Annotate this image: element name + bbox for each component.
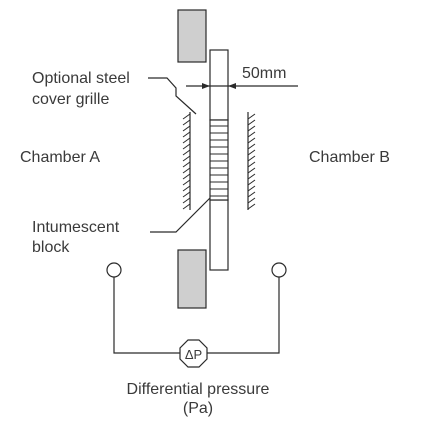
chamber-b-label: Chamber B — [309, 149, 390, 166]
pressure-circuit: ΔP — [106, 262, 287, 368]
block-leader-line — [150, 197, 211, 233]
lower-wall-section — [177, 249, 207, 309]
differential-pressure-gauge — [179, 339, 208, 368]
grille-label-line1: Optional steel — [32, 70, 130, 87]
gap-dimension: 50mm — [186, 65, 298, 89]
upper-panel — [209, 49, 229, 121]
left-pressure-tube — [113, 277, 180, 354]
left-cover-grille — [182, 112, 191, 210]
block-label-line1: Intumescent — [32, 219, 120, 236]
pressure-caption-line1: Differential pressure — [127, 381, 270, 398]
lower-panel — [209, 199, 229, 271]
chamber-b-tapping-point — [271, 262, 287, 278]
grille-label-line2: cover grille — [32, 91, 109, 108]
chamber-a-label: Chamber A — [20, 149, 100, 166]
gap-dimension-label: 50mm — [242, 65, 286, 82]
block-label-line2: block — [32, 239, 70, 256]
intumescent-block — [209, 119, 229, 201]
upper-wall-section — [177, 9, 207, 63]
chamber-a-tapping-point — [106, 262, 122, 278]
pressure-caption-line2: (Pa) — [183, 400, 213, 417]
pressure-symbol: ΔP — [185, 347, 202, 362]
right-pressure-tube — [206, 277, 280, 354]
right-cover-grille — [247, 112, 256, 210]
grille-leader-line — [148, 77, 197, 115]
